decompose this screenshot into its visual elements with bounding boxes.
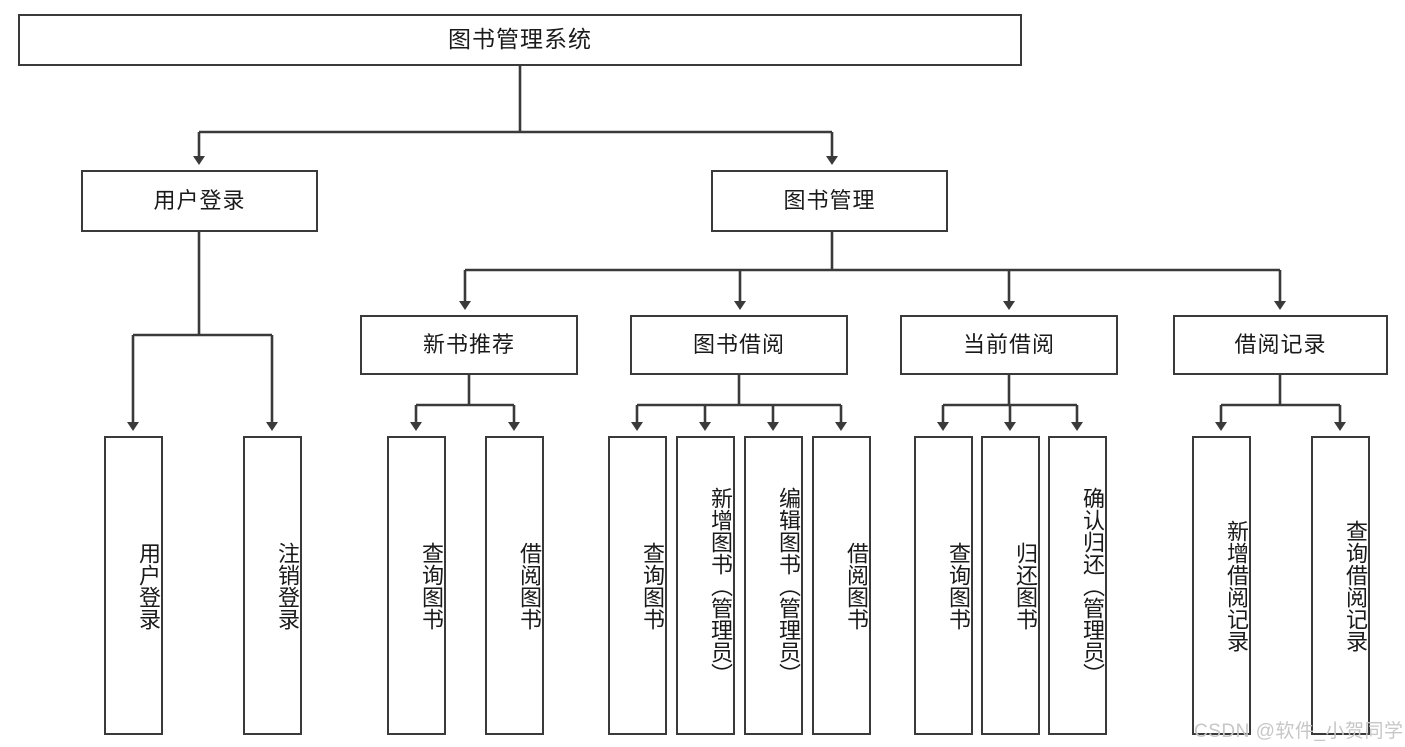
leaf-borrow-record-query-record[interactable]: 查询借阅记录: [1311, 436, 1370, 735]
node-label: 查询借阅记录: [1343, 519, 1368, 652]
node-root-book-management-system[interactable]: 图书管理系统: [18, 14, 1022, 66]
node-label: 图书借阅: [692, 331, 785, 357]
node-label: 当前借阅: [962, 331, 1055, 357]
leaf-book-borrow-query-book[interactable]: 查询图书: [608, 436, 667, 735]
leaf-borrow-record-add-record[interactable]: 新增借阅记录: [1192, 436, 1251, 735]
leaf-current-borrow-confirm-return-admin[interactable]: 确认归还（管理员）: [1048, 436, 1107, 735]
node-label: 借阅图书: [517, 541, 542, 630]
leaf-user-login-logout[interactable]: 注销登录: [243, 436, 302, 735]
node-user-login[interactable]: 用户登录: [81, 170, 318, 232]
leaf-user-login-login[interactable]: 用户登录: [104, 436, 163, 735]
node-label: 图书管理系统: [448, 26, 592, 53]
node-label: 编辑图书（管理员）: [776, 486, 801, 685]
leaf-book-borrow-borrow-book[interactable]: 借阅图书: [812, 436, 871, 735]
leaf-new-book-borrow-book[interactable]: 借阅图书: [485, 436, 544, 735]
node-label: 新书推荐: [422, 331, 515, 357]
node-book-management[interactable]: 图书管理: [711, 170, 948, 232]
node-label: 归还图书: [1013, 541, 1038, 630]
node-book-borrow[interactable]: 图书借阅: [630, 315, 848, 375]
leaf-book-borrow-edit-book-admin[interactable]: 编辑图书（管理员）: [744, 436, 803, 735]
leaf-current-borrow-return-book[interactable]: 归还图书: [981, 436, 1040, 735]
node-borrow-record[interactable]: 借阅记录: [1173, 315, 1388, 375]
node-label: 查询图书: [946, 541, 971, 630]
node-current-borrow[interactable]: 当前借阅: [900, 315, 1118, 375]
node-label: 查询图书: [419, 541, 444, 630]
node-label: 用户登录: [136, 541, 161, 630]
watermark: CSDN @软件_小贺同学: [1194, 716, 1403, 743]
node-label: 借阅记录: [1234, 331, 1327, 357]
node-label: 确认归还（管理员）: [1080, 486, 1105, 685]
leaf-current-borrow-query-book[interactable]: 查询图书: [914, 436, 973, 735]
leaf-new-book-query-book[interactable]: 查询图书: [387, 436, 446, 735]
node-label: 查询图书: [640, 541, 665, 630]
node-new-book-recommend[interactable]: 新书推荐: [360, 315, 578, 375]
watermark-text: CSDN @软件_小贺同学: [1194, 721, 1404, 742]
node-label: 新增借阅记录: [1224, 519, 1249, 652]
node-label: 新增图书（管理员）: [708, 486, 733, 685]
node-label: 图书管理: [783, 187, 876, 213]
node-label: 用户登录: [153, 187, 246, 213]
node-label: 借阅图书: [844, 541, 869, 630]
node-label: 注销登录: [275, 541, 300, 630]
leaf-book-borrow-add-book-admin[interactable]: 新增图书（管理员）: [676, 436, 735, 735]
